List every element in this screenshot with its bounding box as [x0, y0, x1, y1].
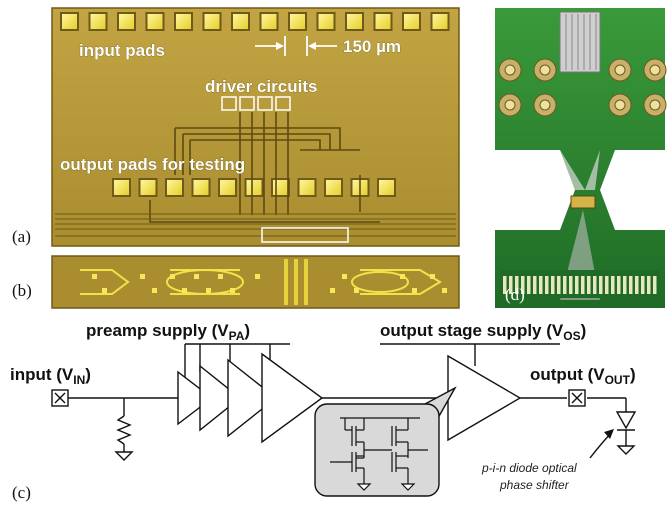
- edge-finger: [551, 276, 555, 294]
- scale-bar: [255, 36, 337, 56]
- edge-finger: [587, 276, 591, 294]
- driver-circuit-boxes: [221, 96, 291, 111]
- panel-d-label: (d): [505, 285, 525, 304]
- panel-a-micrograph: input pads driver circuits output pads f…: [51, 7, 460, 247]
- edge-finger: [653, 276, 657, 294]
- edge-finger: [539, 276, 543, 294]
- via: [218, 274, 223, 279]
- preamp-supply-label: preamp supply (VPA): [86, 321, 250, 343]
- panel-a-label: (a): [12, 227, 31, 246]
- scale-bar-label: 150 µm: [343, 37, 401, 56]
- edge-finger: [557, 276, 561, 294]
- via: [152, 288, 157, 293]
- edge-finger: [635, 276, 639, 294]
- edge-finger: [575, 276, 579, 294]
- via: [182, 288, 187, 293]
- edge-finger: [515, 276, 519, 294]
- via: [330, 288, 335, 293]
- via: [170, 274, 175, 279]
- panel-c-label: (c): [12, 483, 31, 502]
- preamp-stage-3: [227, 358, 278, 438]
- panel-b-label: (b): [12, 281, 32, 300]
- via: [430, 274, 435, 279]
- highlight-box: [261, 227, 349, 243]
- via: [230, 288, 235, 293]
- input-label: input (VIN): [10, 365, 91, 387]
- edge-finger: [617, 276, 621, 294]
- rf-connectors: [498, 58, 667, 117]
- driver-circuits-label: driver circuits: [205, 77, 317, 96]
- edge-finger: [599, 276, 603, 294]
- via: [206, 288, 211, 293]
- edge-finger: [605, 276, 609, 294]
- pin-diode-symbol: [615, 411, 637, 430]
- via: [412, 288, 417, 293]
- via: [255, 274, 260, 279]
- input-pad-row: [60, 12, 450, 31]
- edge-finger: [647, 276, 651, 294]
- via: [342, 274, 347, 279]
- termination-resistor: [116, 415, 132, 445]
- edge-finger: [593, 276, 597, 294]
- diode-note-line-1: p-i-n diode optical: [481, 461, 577, 475]
- edge-finger: [623, 276, 627, 294]
- edge-finger: [629, 276, 633, 294]
- edge-finger: [611, 276, 615, 294]
- edge-finger: [533, 276, 537, 294]
- edge-finger: [509, 276, 513, 294]
- output-stage-amplifier: [447, 354, 522, 442]
- via: [140, 274, 145, 279]
- edge-finger: [545, 276, 549, 294]
- edge-finger: [569, 276, 573, 294]
- via: [354, 288, 359, 293]
- transistor-schematic: [330, 417, 428, 491]
- output-label: output (VOUT): [530, 365, 636, 387]
- edge-finger: [527, 276, 531, 294]
- routing-traces: [149, 112, 380, 223]
- input-pads-label: input pads: [79, 41, 165, 60]
- panel-b-closeup: [51, 255, 460, 309]
- edge-finger: [581, 276, 585, 294]
- edge-finger: [521, 276, 525, 294]
- preamp-stage-2: [199, 364, 242, 432]
- edge-fingers: [503, 276, 657, 294]
- via: [194, 274, 199, 279]
- preamp-stage-1: [177, 370, 214, 426]
- edge-finger: [563, 276, 567, 294]
- strip-vias: [92, 274, 447, 293]
- output-stage-supply-label: output stage supply (VOS): [380, 321, 586, 343]
- via: [92, 274, 97, 279]
- preamp-stage-4: [261, 352, 324, 444]
- panel-c-schematic: [51, 343, 637, 497]
- edge-finger: [503, 276, 507, 294]
- via: [400, 274, 405, 279]
- output-pads-label: output pads for testing: [60, 155, 245, 174]
- chip-on-board: [570, 195, 596, 209]
- panel-d-pcb: [495, 8, 667, 308]
- output-pad-row: [112, 178, 396, 197]
- via: [102, 288, 107, 293]
- bottom-bus: [55, 213, 456, 237]
- edge-finger: [641, 276, 645, 294]
- via: [442, 288, 447, 293]
- diode-note-line-2: phase shifter: [499, 478, 570, 492]
- ground-symbol-output: [616, 445, 636, 455]
- ground-symbol-input: [114, 451, 134, 461]
